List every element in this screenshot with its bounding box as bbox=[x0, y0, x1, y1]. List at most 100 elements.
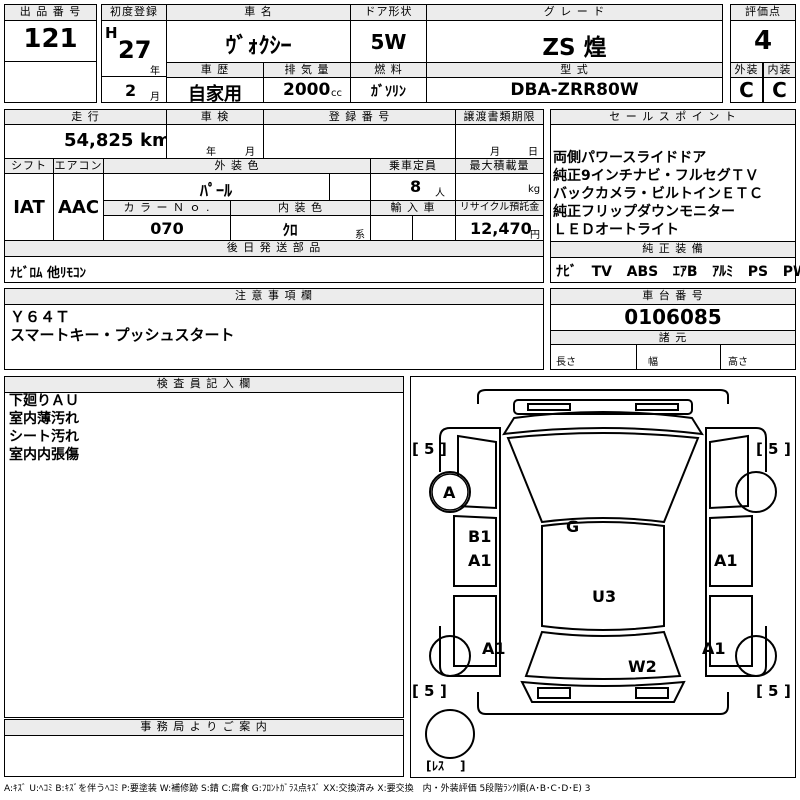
recycle: 12,470 bbox=[470, 219, 532, 238]
mark-w2: W2 bbox=[628, 657, 657, 676]
car-diagram: [ 5 ] [ 5 ] [ 5 ] [ 5 ] [ ﾚｽ ] A B1 A1 A… bbox=[412, 389, 791, 773]
import-box bbox=[370, 215, 456, 241]
mark-a-circle bbox=[431, 473, 469, 511]
color: ﾊﾟｰﾙ bbox=[199, 181, 232, 200]
equipment-box bbox=[550, 257, 796, 283]
note-line: スマートキー・プッシュスタート bbox=[10, 326, 235, 344]
front-grille bbox=[513, 399, 693, 415]
equip-alloy: ｱﾙﾐ bbox=[712, 264, 734, 280]
grade-label: グ レ ー ド bbox=[426, 4, 723, 21]
transfer-day-unit: 日 bbox=[528, 147, 538, 158]
inspection-box bbox=[166, 124, 264, 159]
right-front-fender bbox=[709, 434, 749, 510]
tire-rl-depth: 5 bbox=[424, 682, 434, 700]
spare-bracket: ] bbox=[460, 759, 465, 773]
wheel-fr bbox=[735, 471, 777, 513]
rear-window bbox=[524, 630, 682, 680]
inspector-line: 室内内張傷 bbox=[9, 447, 79, 463]
interior-color-box bbox=[230, 215, 371, 241]
mileage: 54,825 bbox=[64, 130, 134, 151]
car-diagram-frame bbox=[410, 376, 796, 778]
import-label: 輸 入 車 bbox=[370, 200, 456, 216]
shift-label: シフト bbox=[4, 158, 54, 174]
office-label: 事 務 局 よ り ご 案 内 bbox=[4, 719, 404, 736]
inspector-list: 下廻りＡＵ 室内薄汚れ シート汚れ 室内内張傷 bbox=[9, 392, 79, 464]
grade: ZS 煌 bbox=[542, 35, 607, 61]
rear-lamp bbox=[537, 687, 571, 699]
exterior-label: 外装 bbox=[730, 62, 763, 78]
reg-month: 2 bbox=[125, 81, 137, 100]
inspector-line: 室内薄汚れ bbox=[9, 411, 79, 427]
tire-rr-bracket: ] bbox=[784, 682, 791, 700]
mark-u3: U3 bbox=[592, 587, 616, 606]
notes-box bbox=[4, 304, 544, 370]
equip-pw: PW bbox=[782, 264, 800, 280]
interior-color-unit: 系 bbox=[355, 230, 365, 241]
notes-list: Ｙ６４Ｔ スマートキー・プッシュスタート bbox=[10, 308, 235, 344]
inspector-line: 下廻りＡＵ bbox=[9, 393, 79, 409]
mark-a1-rr: A1 bbox=[702, 639, 726, 658]
model-label: 型 式 bbox=[426, 62, 723, 78]
tire-fr-depth: 5 bbox=[768, 440, 778, 458]
max-load-label: 最大積載量 bbox=[455, 158, 544, 174]
color-no: 070 bbox=[150, 219, 184, 238]
inspector-label: 検 査 員 記 入 欄 bbox=[4, 376, 404, 393]
car-name-label: 車 名 bbox=[166, 4, 351, 21]
reg-year: 27 bbox=[118, 36, 152, 64]
inspection-year-unit: 年 bbox=[206, 147, 216, 158]
windshield bbox=[506, 432, 700, 524]
color-label: 外 装 色 bbox=[103, 158, 371, 174]
sales-points-list: 両側パワースライドドア 純正9インチナビ・フルセグＴＶ バックカメラ・ビルトイン… bbox=[553, 149, 763, 239]
later-parts-label: 後 日 発 送 部 品 bbox=[4, 240, 544, 257]
exterior-box bbox=[730, 77, 763, 103]
office-box bbox=[4, 735, 404, 777]
rear-bumper bbox=[477, 692, 729, 715]
ac-label: エアコン bbox=[53, 158, 104, 174]
model-box bbox=[426, 77, 723, 103]
note-line: Ｙ６４Ｔ bbox=[10, 308, 71, 326]
inspection-label: 車 検 bbox=[166, 109, 264, 125]
capacity-unit: 人 bbox=[435, 188, 445, 199]
color-inner-divider bbox=[329, 173, 330, 201]
rear-lamp bbox=[635, 687, 669, 699]
width-label: 幅 bbox=[648, 357, 658, 368]
interior-box bbox=[763, 77, 796, 103]
recycle-label: リサイクル預託金 bbox=[455, 200, 544, 216]
body-right bbox=[705, 427, 767, 677]
first-reg-label: 初度登録 bbox=[101, 4, 167, 21]
transfer-label: 譲渡書類期限 bbox=[455, 109, 544, 125]
spec-box bbox=[550, 344, 796, 370]
history-box bbox=[166, 77, 264, 103]
score-label: 評価点 bbox=[730, 4, 796, 21]
era: H bbox=[105, 24, 118, 42]
history-label: 車 歴 bbox=[166, 62, 264, 78]
mark-a1-lr: A1 bbox=[482, 639, 506, 658]
right-rear-door bbox=[709, 595, 753, 667]
fuel-label: 燃 料 bbox=[350, 62, 427, 78]
sales-point-line: 純正フリップダウンモニター bbox=[553, 204, 735, 220]
sales-point-line: 両側パワースライドドア bbox=[553, 150, 707, 166]
score-box bbox=[730, 20, 796, 63]
mark-a: A bbox=[443, 483, 456, 502]
equip-airbag: ｴｱB bbox=[672, 264, 698, 280]
transfer-month-unit: 月 bbox=[490, 147, 500, 158]
tire-fl-bracket: [ bbox=[412, 440, 419, 458]
equip-tv: TV bbox=[591, 264, 613, 280]
equipment-list: ﾅﾋﾞ TV ABS ｴｱB ｱﾙﾐ PS PW bbox=[556, 261, 800, 281]
import-divider bbox=[412, 215, 413, 241]
sales-points-label: セ ー ル ス ポ イ ン ト bbox=[550, 109, 796, 125]
spec-divider-2 bbox=[720, 344, 721, 370]
equip-abs: ABS bbox=[626, 264, 659, 280]
legend: A:ｷｽﾞ U:ﾍｺﾐ B:ｷｽﾞを伴うﾍｺﾐ P:要塗装 W:補修跡 S:錆 … bbox=[4, 784, 591, 794]
mark-b1: B1 bbox=[468, 527, 491, 546]
sales-point-line: 純正9インチナビ・フルセグＴＶ bbox=[553, 168, 759, 184]
lot-no: 121 bbox=[23, 24, 78, 54]
car-name: ｳﾞｫｸｼｰ bbox=[225, 34, 292, 59]
roof bbox=[541, 521, 665, 631]
left-front-door bbox=[453, 514, 497, 587]
spec-label: 諸 元 bbox=[550, 330, 796, 345]
mileage-unit: km bbox=[140, 130, 171, 151]
front-grille-inner bbox=[527, 403, 571, 411]
spare-label: ﾚｽ bbox=[432, 759, 444, 773]
capacity-label: 乗車定員 bbox=[370, 158, 456, 174]
